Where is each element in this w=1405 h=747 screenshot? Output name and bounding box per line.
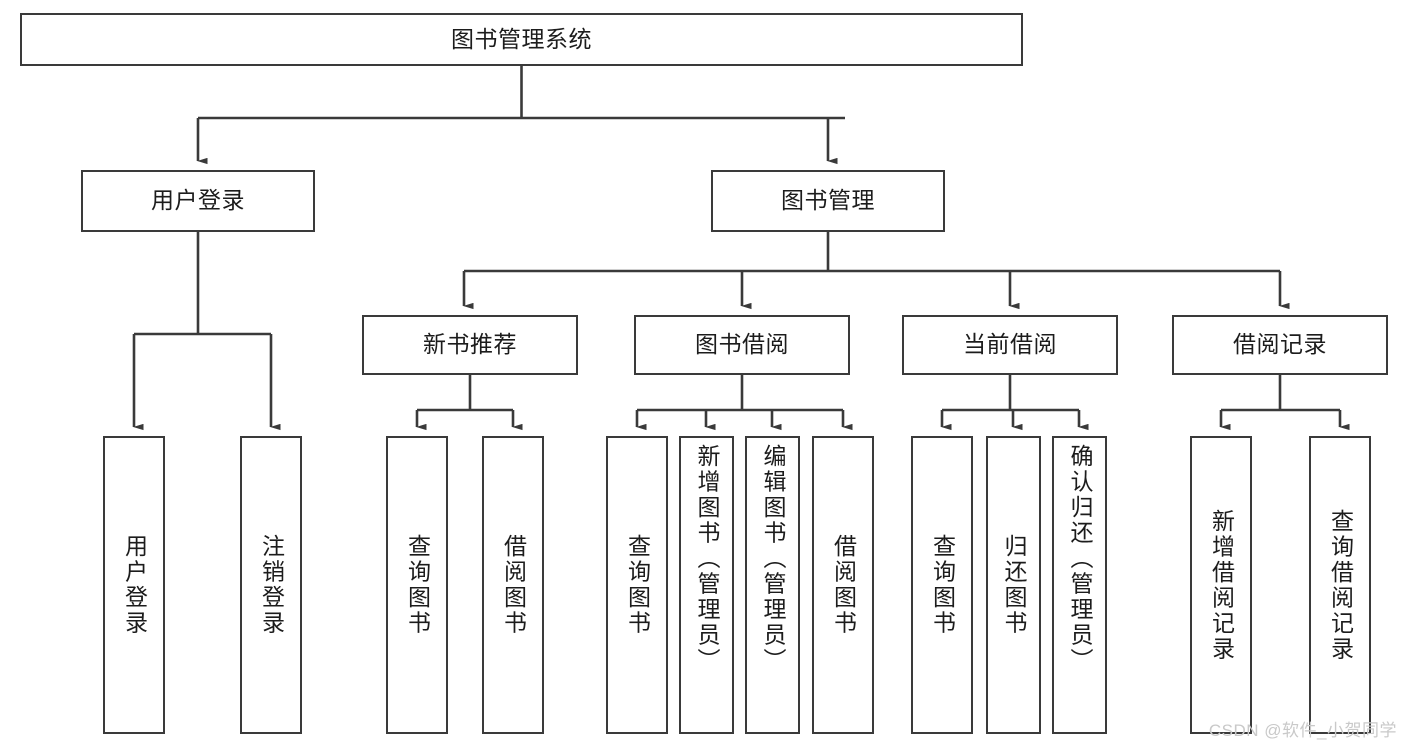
leaf-borrow-book-2-label: 借阅图书 xyxy=(830,534,857,636)
node-current-borrow[interactable]: 当前借阅 xyxy=(902,315,1118,375)
leaf-edit-book-label: 编辑图书（管理员） xyxy=(760,444,787,674)
node-borrow-record-label: 借阅记录 xyxy=(1233,331,1327,358)
leaf-query-book-3-label: 查询图书 xyxy=(929,534,956,636)
leaf-add-record[interactable]: 新增借阅记录 xyxy=(1190,436,1252,734)
leaf-return-book[interactable]: 归还图书 xyxy=(986,436,1041,734)
leaf-borrow-book-1-label: 借阅图书 xyxy=(500,534,527,636)
leaf-add-book-label: 新增图书（管理员） xyxy=(694,444,721,674)
leaf-query-book-1[interactable]: 查询图书 xyxy=(386,436,448,734)
node-book-management[interactable]: 图书管理 xyxy=(711,170,945,232)
leaf-query-book-3[interactable]: 查询图书 xyxy=(911,436,973,734)
csdn-watermark: CSDN @软件_小贺同学 xyxy=(1208,721,1397,740)
node-current-borrow-label: 当前借阅 xyxy=(963,331,1057,358)
leaf-logout-label: 注销登录 xyxy=(258,534,285,636)
leaf-return-book-label: 归还图书 xyxy=(1001,534,1028,636)
leaf-query-record-label: 查询借阅记录 xyxy=(1327,508,1354,662)
node-book-borrow[interactable]: 图书借阅 xyxy=(634,315,850,375)
node-new-book-recommend[interactable]: 新书推荐 xyxy=(362,315,578,375)
node-root-label: 图书管理系统 xyxy=(451,25,592,52)
node-book-management-label: 图书管理 xyxy=(781,187,875,214)
node-new-book-recommend-label: 新书推荐 xyxy=(423,331,517,358)
node-user-login[interactable]: 用户登录 xyxy=(81,170,315,232)
leaf-logout[interactable]: 注销登录 xyxy=(240,436,302,734)
leaf-query-book-2[interactable]: 查询图书 xyxy=(606,436,668,734)
leaf-confirm-return[interactable]: 确认归还（管理员） xyxy=(1052,436,1107,734)
leaf-query-book-1-label: 查询图书 xyxy=(404,534,431,636)
leaf-query-book-2-label: 查询图书 xyxy=(624,534,651,636)
leaf-borrow-book-2[interactable]: 借阅图书 xyxy=(812,436,874,734)
node-borrow-record[interactable]: 借阅记录 xyxy=(1172,315,1388,375)
leaf-borrow-book-1[interactable]: 借阅图书 xyxy=(482,436,544,734)
leaf-query-record[interactable]: 查询借阅记录 xyxy=(1309,436,1371,734)
leaf-user-login-label: 用户登录 xyxy=(121,534,148,636)
leaf-add-book[interactable]: 新增图书（管理员） xyxy=(679,436,734,734)
leaf-edit-book[interactable]: 编辑图书（管理员） xyxy=(745,436,800,734)
node-root[interactable]: 图书管理系统 xyxy=(20,13,1023,66)
leaf-add-record-label: 新增借阅记录 xyxy=(1208,508,1235,662)
node-user-login-label: 用户登录 xyxy=(151,187,245,214)
node-book-borrow-label: 图书借阅 xyxy=(695,331,789,358)
leaf-user-login[interactable]: 用户登录 xyxy=(103,436,165,734)
leaf-confirm-return-label: 确认归还（管理员） xyxy=(1067,444,1094,674)
